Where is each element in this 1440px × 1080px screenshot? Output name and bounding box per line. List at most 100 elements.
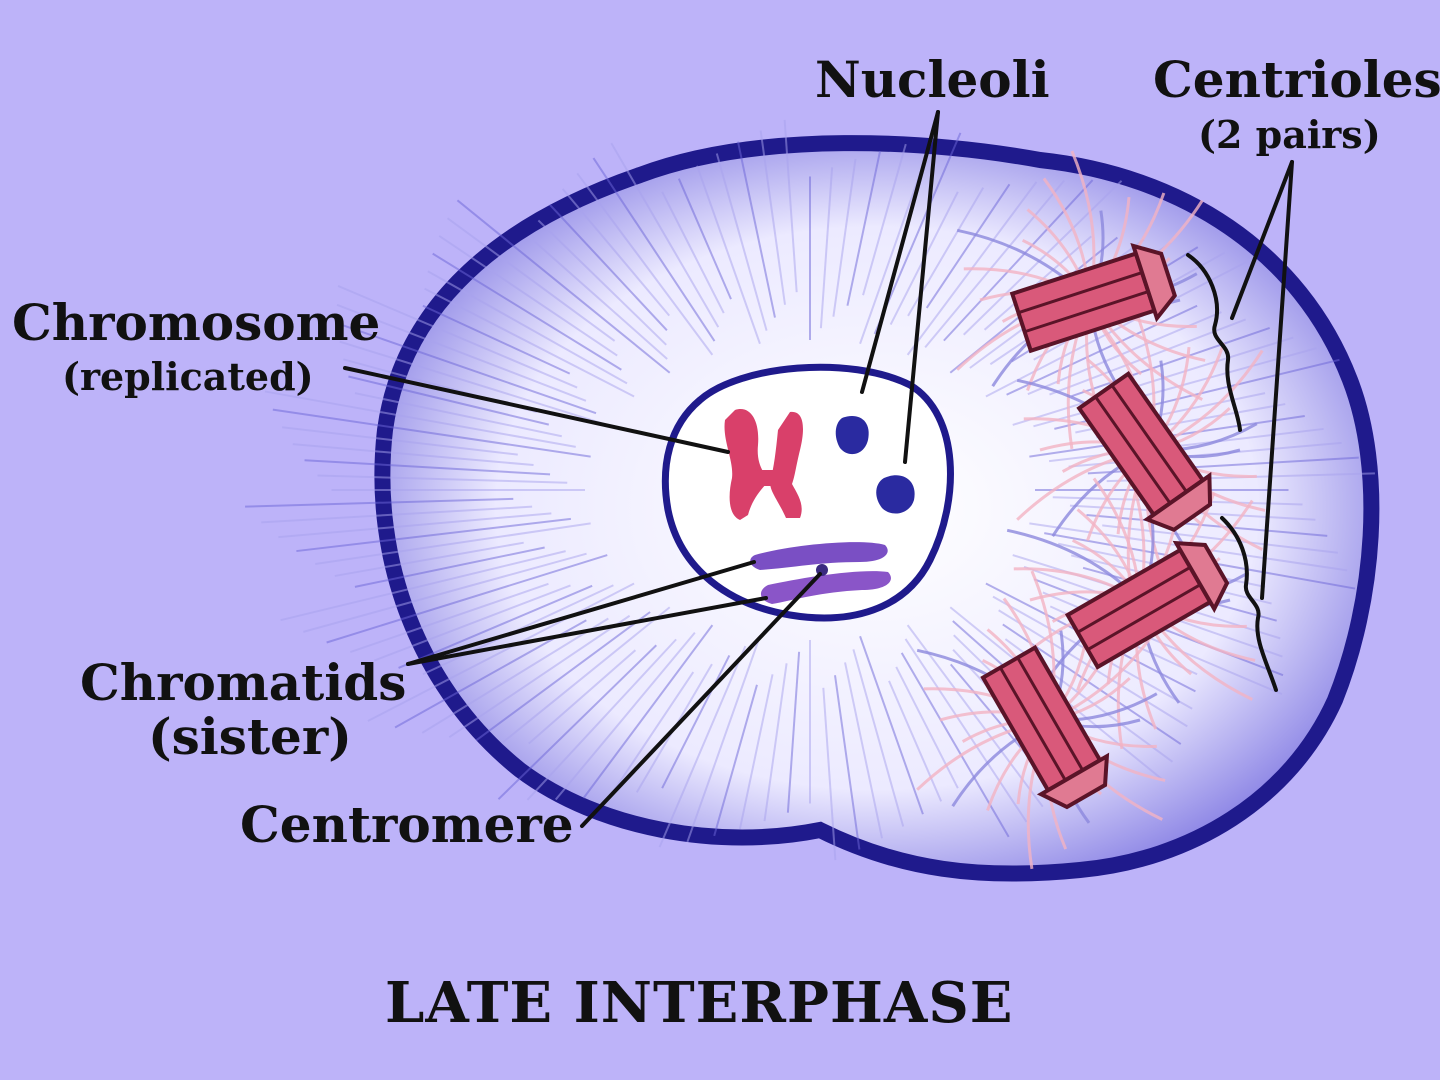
streak-line [337,284,578,389]
streak-line [658,645,747,848]
streak-line [526,638,677,801]
streak-line [438,235,618,357]
streak-line [424,287,635,398]
streak-line [763,663,788,822]
streak-line [350,582,549,654]
streak-line [737,141,776,318]
streak-line [304,459,551,476]
streak-line [448,614,631,739]
streak-line [888,680,943,802]
streak-line [686,635,761,843]
streak-line [354,546,545,588]
nucleoli-label: Nucleoli [815,50,1050,109]
streak-line [292,443,534,467]
streak-line [677,178,732,300]
diagram-title: LATE INTERPHASE [385,970,1014,1036]
streak-line [895,666,959,789]
streak-line [906,624,1044,808]
streak-line [1086,513,1328,537]
streak-line [315,522,591,565]
centrioles-note: (2 pairs) [1198,112,1381,157]
streak-line [822,687,837,861]
streak-line [336,303,587,402]
streak-line [528,649,637,745]
streak-line [846,150,882,306]
centriole-pairs [980,243,1230,810]
streak-line [456,199,671,374]
streak-line [783,119,798,293]
streak-line [427,270,628,385]
centriole [1076,371,1213,533]
centriole [1009,243,1178,354]
streak-line [261,505,533,524]
streak-line [904,638,1028,823]
centriole [1064,540,1230,670]
streak-line [759,130,786,305]
streak-line [661,191,725,314]
streak-line [925,183,1011,309]
streak-line [844,662,883,839]
streak-line [245,497,514,508]
streak-line [421,617,609,734]
streak-line [786,651,801,813]
streak-line [475,611,651,742]
streak-line [296,517,572,553]
streak-line [367,582,635,722]
streak-line [862,143,907,296]
streak-line [610,142,720,328]
streak-line [280,550,566,622]
streak-line [334,541,524,577]
streak-line [264,390,576,448]
streak-line [998,609,1188,728]
streak-line [446,217,616,342]
streak-line [501,606,671,744]
streak-line [819,167,834,329]
streak-line [497,644,657,800]
chromosome-label: Chromosome [12,293,381,352]
centrioles-label: Centrioles [1153,50,1440,109]
centriole [980,644,1110,810]
streak-line [348,375,550,426]
streak-line [696,165,761,345]
streak-line [326,554,608,644]
streak-line [924,179,1065,348]
chromatids-note: (sister) [148,707,352,766]
streak-line [278,512,552,539]
streak-line [713,684,758,837]
streak-line [422,304,571,375]
streak-line [303,552,587,633]
streak-line [548,203,668,332]
streak-line [272,408,591,458]
nucleoli-shapes [835,416,915,514]
streak-line [582,624,714,799]
streak-line [561,188,671,317]
streak-line [339,340,608,426]
streak-line [943,179,1094,342]
streak-line [354,392,562,438]
centromere-label: Centromere [240,795,574,854]
streak-line [715,153,768,331]
streak-line [317,474,568,484]
streak-line [537,219,667,346]
streak-line [985,258,1253,398]
streak-line [609,671,695,797]
leader-lines [343,110,1294,828]
streak-line [834,675,861,850]
streak-line [282,426,518,456]
streak-line [738,674,774,830]
streak-line [576,172,714,356]
streak-line [983,235,1092,331]
streak-line [373,584,571,662]
chromosome-shape [724,409,803,520]
streak-line [528,235,668,360]
streak-line [337,322,597,415]
streak-line [963,180,1123,336]
streak-line [859,635,924,815]
streak-line [432,252,622,371]
streak-line [900,652,1010,838]
streak-line [832,158,857,317]
streak-line [555,632,696,801]
streak-line [852,649,905,827]
